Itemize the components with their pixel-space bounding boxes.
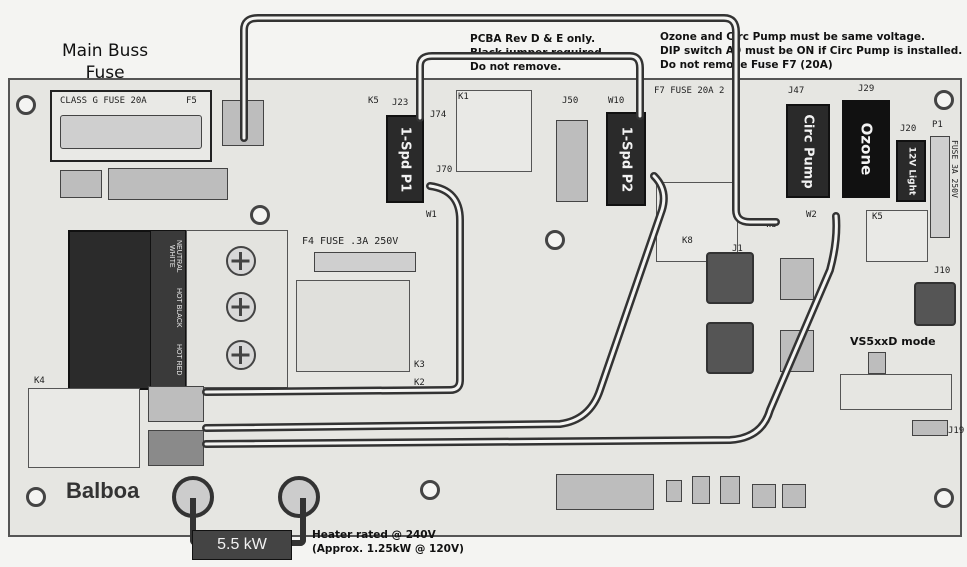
heater-connector [148,386,204,422]
j50-label: J50 [562,96,579,106]
mounting-hole [934,488,954,508]
small-connector [752,484,776,508]
j10-jack [914,282,956,326]
relay-k1 [456,90,532,172]
light-relay: 12V Light [896,140,926,202]
mounting-hole [545,230,565,250]
mounting-hole [934,90,954,110]
connector-strip [60,170,102,198]
f5-label: F5 [186,96,197,106]
mounting-hole [16,95,36,115]
j74-label: J74 [430,110,447,120]
main-buss-fuse [60,115,202,149]
vs-mode-jumper [868,352,886,374]
mounting-hole [26,487,46,507]
small-connector [692,476,710,504]
mounting-hole [420,480,440,500]
p1-fuse [930,136,950,238]
k1-label: K1 [458,92,469,102]
j23-label: J23 [392,98,409,108]
heater-terminal-right [278,476,320,518]
w1-label: W1 [426,210,437,220]
j70-label: J70 [436,165,453,175]
small-connector [782,484,806,508]
heater-rating-badge: 5.5 kW [192,530,292,560]
j47-label: J47 [788,86,805,96]
vs-mode-label: VS5xxD mode [850,335,936,348]
j1-label: J1 [732,244,743,254]
class-g-fuse-label: CLASS G FUSE 20A [60,96,147,106]
circ-pump-wire [202,212,841,448]
f4-fuse-label: F4 FUSE .3A 250V [302,236,399,247]
pump1-relay: 1-Spd P1 [386,115,424,203]
small-connector [720,476,740,504]
terminal-screw [226,340,256,370]
k4-label: K4 [34,376,45,386]
hot-black-label: HOT BLACK [175,288,182,328]
j10-label: J10 [934,266,951,276]
w10-label: W10 [608,96,625,106]
k2-label: K2 [414,378,425,388]
k5-right-label: K5 [872,212,883,222]
connector-strip [108,168,228,200]
f7-fuse-label: F7 FUSE 20A 2 [654,86,725,96]
rj-jack [706,252,754,304]
circ-pump-relay: Circ Pump [786,104,830,198]
terminal-screw [226,292,256,322]
f4-fuse [314,252,416,272]
main-buss-fuse-callout: Main Buss Fuse [62,41,149,83]
rj-jack [706,322,754,374]
p1-label: P1 [932,120,943,130]
j20-label: J20 [900,124,917,134]
relay-k4 [28,388,140,468]
pump1-wire [202,182,464,396]
pump2-relay: 1-Spd P2 [606,112,646,206]
j50-connector [556,120,588,202]
hot-red-label: HOT RED [175,344,182,376]
balboa-logo: Balboa [66,478,140,503]
j19-label: J19 [948,426,965,436]
k8-label: K8 [682,236,693,246]
j19-connector [912,420,948,436]
k5-label: K5 [368,96,379,106]
fuse-3a-label: FUSE 3A 250V [950,140,959,198]
transformer [296,280,410,372]
small-connector [666,480,682,502]
k3-label: K3 [414,360,425,370]
heater-note: Heater rated @ 240V (Approx. 1.25kW @ 12… [312,529,464,555]
w2-label: W2 [806,210,817,220]
j1a-connector [780,258,814,300]
processor-outline [840,374,952,410]
pump-connector [148,430,204,466]
terminal-screw [226,246,256,276]
terminal-label-column [150,230,186,388]
mounting-hole [250,205,270,225]
j29-label: J29 [858,84,875,94]
ozone-circ-wire [240,14,780,226]
ozone-relay: Ozone [842,100,890,198]
dip-switch [556,474,654,510]
neutral-label: NEUTRAL WHITE [168,239,182,273]
jumper-wire [416,52,644,122]
relay-k5 [866,210,928,262]
